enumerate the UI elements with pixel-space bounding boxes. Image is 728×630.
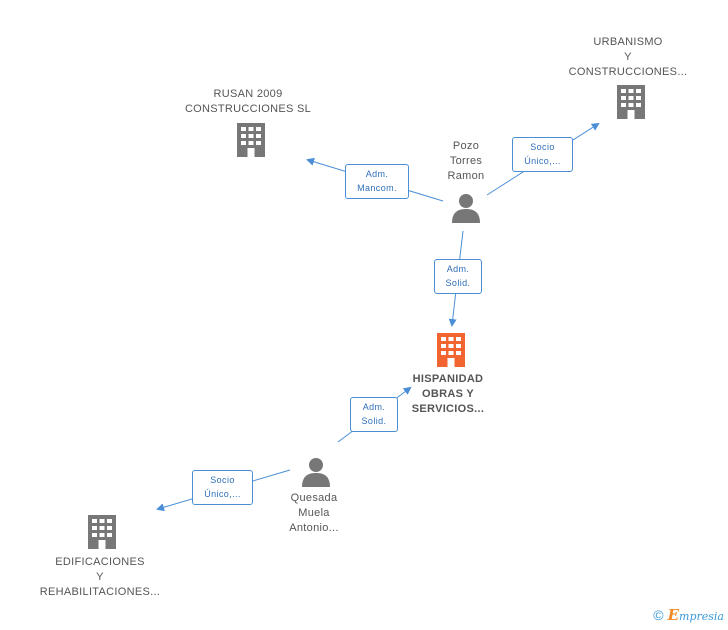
node-label-line: URBANISMO <box>593 36 663 48</box>
copyright-symbol: © <box>653 607 664 623</box>
building-icon[interactable] <box>86 515 118 549</box>
building-icon[interactable] <box>235 123 267 157</box>
node-label-line: Ramon <box>447 170 485 182</box>
node-label-rusan: RUSAN 2009 CONSTRUCCIONES SL <box>168 87 328 117</box>
node-label-line: Antonio... <box>289 522 339 534</box>
node-label-line: Quesada <box>290 492 338 504</box>
node-label-edificaciones: EDIFICACIONES Y REHABILITACIONES... <box>20 555 180 600</box>
node-label-line: Pozo <box>452 140 480 152</box>
node-label-line: RUSAN 2009 <box>213 88 283 100</box>
main-building-icon[interactable] <box>435 333 467 367</box>
badge-line: Socio <box>210 475 235 485</box>
node-label-line: Muela <box>298 507 330 519</box>
node-label-line: CONSTRUCCIONES SL <box>184 103 312 115</box>
node-label-hispanidad: HISPANIDAD OBRAS Y SERVICIOS... <box>398 372 498 417</box>
edge-badge-socio-unico-edificaciones[interactable]: Socio Único,... <box>192 470 253 505</box>
edge-badge-socio-unico-urbanismo[interactable]: Socio Único,... <box>512 137 573 172</box>
node-label-line: SERVICIOS... <box>411 403 485 415</box>
person-icon[interactable] <box>301 457 331 487</box>
node-label-line: Y <box>624 51 632 63</box>
edge-badge-adm-solid-pozo[interactable]: Adm. Solid. <box>434 259 482 294</box>
building-icon[interactable] <box>615 85 647 119</box>
brand-logo-initial: E <box>667 606 680 624</box>
badge-line: Solid. <box>445 278 471 288</box>
edge-badge-adm-solid-quesada[interactable]: Adm. Solid. <box>350 397 398 432</box>
badge-line: Adm. <box>365 169 389 179</box>
badge-line: Mancom. <box>357 183 397 193</box>
node-label-line: Torres <box>449 155 483 167</box>
node-label-pozo: Pozo Torres Ramon <box>416 139 516 184</box>
badge-line: Único,... <box>524 156 561 166</box>
footer-brand[interactable]: © Empresia <box>653 606 724 624</box>
badge-line: Socio <box>530 142 555 152</box>
node-label-line: OBRAS Y <box>421 388 475 400</box>
node-label-urbanismo: URBANISMO Y CONSTRUCCIONES... <box>548 35 708 80</box>
node-label-quesada: Quesada Muela Antonio... <box>264 491 364 536</box>
node-label-line: CONSTRUCCIONES... <box>568 66 688 78</box>
node-label-line: REHABILITACIONES... <box>39 586 161 598</box>
badge-line: Adm. <box>446 264 470 274</box>
person-icon[interactable] <box>451 193 481 223</box>
edge-badge-adm-mancom[interactable]: Adm. Mancom. <box>345 164 409 199</box>
node-label-line: EDIFICACIONES <box>55 556 145 568</box>
brand-logo-text: mpresia <box>679 610 724 623</box>
node-label-line: Y <box>96 571 104 583</box>
brand-logo: Empresia <box>668 606 724 624</box>
node-label-line: HISPANIDAD <box>412 373 484 385</box>
badge-line: Adm. <box>362 402 386 412</box>
badge-line: Solid. <box>361 416 387 426</box>
badge-line: Único,... <box>204 489 241 499</box>
